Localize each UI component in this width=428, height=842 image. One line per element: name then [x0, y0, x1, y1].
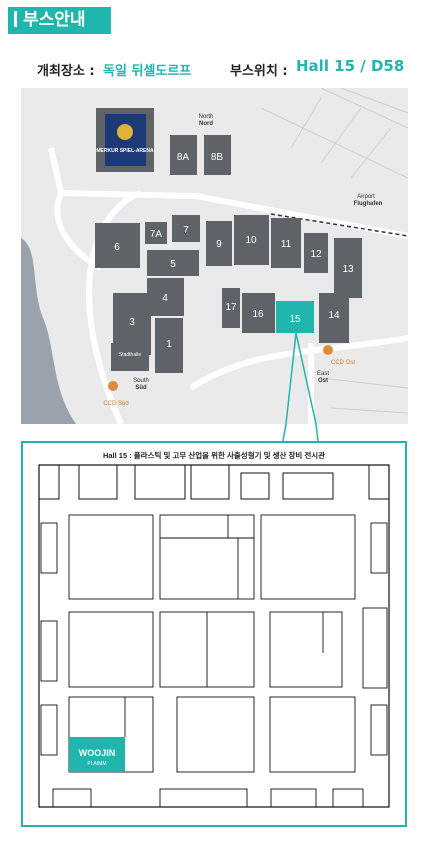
hall-11	[271, 218, 301, 268]
hall-4	[147, 278, 184, 316]
hall-7a	[145, 222, 167, 244]
ccd-ost-label: CCD Ost	[331, 360, 355, 366]
booth-block	[68, 611, 154, 688]
hall-label: 14	[328, 310, 340, 321]
side-wall-blocks	[40, 522, 388, 808]
hall-1	[155, 318, 183, 373]
booth-block	[176, 696, 255, 773]
airport-rail-line	[270, 213, 408, 237]
east-label-de: Ost	[318, 378, 328, 384]
stadthalle-label: Stadthalle	[119, 352, 141, 358]
hall-17	[222, 288, 240, 328]
booth-block	[269, 696, 356, 773]
hall-label: 1	[166, 339, 172, 350]
hall-label: 17	[225, 302, 237, 313]
floorplan-title: Hall 15 : 플라스틱 및 고무 산업을 위한 사출성형기 및 생산 장비…	[103, 450, 325, 460]
title-bar-mark	[14, 11, 17, 27]
hall-15-floorplan: Hall 15 : 플라스틱 및 고무 산업을 위한 사출성형기 및 생산 장비…	[21, 441, 407, 827]
east-label: East	[317, 371, 329, 377]
arena-logo	[117, 124, 133, 140]
venue-info: 개최장소 : 독일 뒤셀도르프 부스위치 : Hall 15 / D58	[0, 57, 428, 81]
hall-label: 8A	[177, 152, 190, 163]
hall-label: 11	[281, 239, 292, 250]
arena-roof	[105, 114, 146, 166]
arena-name: MERKUR SPIEL-ARENA	[96, 148, 154, 154]
section-title: 부스안내	[23, 10, 86, 30]
hall-13	[334, 238, 362, 298]
hall-15-highlight	[276, 301, 314, 333]
hall-label: 15	[289, 314, 301, 325]
hall-16	[242, 293, 275, 333]
hall-label: 10	[245, 235, 257, 246]
hall-labels: 8A 8B 7A 7 6 5 4 3 1 9 10 11 12 13 14 15…	[114, 152, 354, 358]
callout-connector	[282, 424, 319, 442]
exhibitor-sub: PLAIMM	[87, 761, 106, 767]
location-label: 개최장소 :	[37, 64, 95, 79]
booth-block	[260, 514, 356, 600]
section-title-badge: 부스안내	[8, 7, 111, 34]
hall-8a	[170, 135, 197, 175]
hall-12	[304, 233, 328, 273]
hall-10	[234, 215, 269, 265]
north-label: North	[199, 114, 214, 120]
hall-label: 9	[216, 239, 222, 250]
ccd-sud-marker	[108, 381, 118, 391]
hall-buildings	[95, 135, 362, 373]
hall-label: 4	[162, 293, 168, 304]
fairground-map: MERKUR SPIEL-ARENA 8A 8B	[21, 88, 408, 424]
hall-label: 7	[183, 225, 189, 236]
hall-label: 8B	[211, 152, 224, 163]
hall-14	[319, 293, 349, 343]
hall-label: 12	[310, 249, 322, 260]
north-label-de: Nord	[199, 121, 213, 127]
stadthalle-building	[111, 343, 149, 371]
booth-block	[159, 514, 255, 600]
hall-label: 5	[170, 259, 176, 270]
ccd-sud-label: CCD Süd	[103, 401, 128, 407]
fairground-map-svg: MERKUR SPIEL-ARENA 8A 8B	[21, 88, 408, 424]
south-label: South	[133, 378, 149, 384]
hall-label: 16	[252, 309, 264, 320]
exhibitor-name: WOOJIN	[79, 748, 116, 758]
road-network	[48, 147, 408, 424]
callout-lines	[285, 332, 317, 424]
booth-value: Hall 15 / D58	[296, 57, 405, 75]
south-label-de: Süd	[135, 385, 147, 391]
hall-7	[172, 215, 200, 242]
lake-shape	[21, 238, 76, 424]
hall-8b	[204, 135, 231, 175]
airport-label: Airport	[357, 194, 375, 200]
booth-block	[269, 611, 343, 688]
hall-label: 13	[342, 264, 354, 275]
hall-label: 6	[114, 242, 120, 253]
location-value: 독일 뒤셀도르프	[103, 64, 192, 79]
top-service-rooms	[38, 464, 390, 500]
hall-label: 7A	[150, 229, 163, 240]
hall-label: 3	[129, 317, 135, 328]
booth-label: 부스위치 :	[230, 64, 288, 79]
airport-label-de: Flughafen	[354, 201, 383, 207]
ccd-ost-marker	[323, 345, 333, 355]
suburb-streets	[260, 88, 408, 414]
booth-blocks	[68, 514, 356, 773]
booth-block	[68, 514, 154, 600]
floorplan-svg: Hall 15 : 플라스틱 및 고무 산업을 위한 사출성형기 및 생산 장비…	[38, 450, 390, 808]
direction-labels: North Nord Airport Flughafen South Süd E…	[103, 114, 382, 407]
woojin-booth	[69, 737, 125, 772]
hall-5	[147, 250, 199, 276]
hall-6	[95, 223, 140, 268]
hall-9	[206, 221, 232, 266]
